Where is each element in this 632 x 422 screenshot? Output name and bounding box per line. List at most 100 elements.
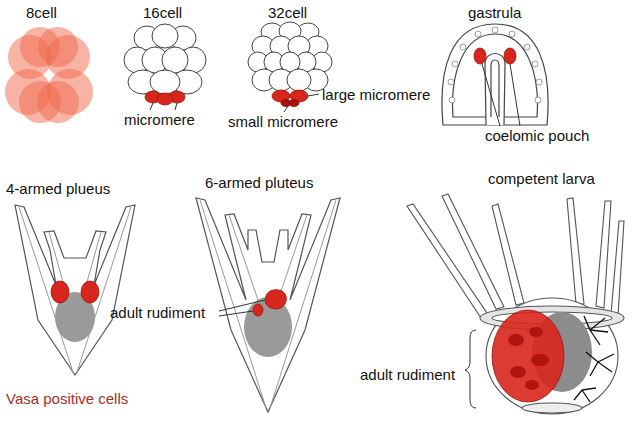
stage-name-box: 32cell [268,4,307,21]
coelomic-pouch-cells [474,48,516,64]
stage-name: gastrula [468,4,521,21]
leader-line [219,300,265,316]
competent-larva [522,403,582,413]
part-label-box: large micromere [322,86,430,103]
leader-line [308,94,319,96]
gastrula-cells [448,27,542,103]
thirty-two-cell-embryo [248,22,332,91]
gastrula-cells [536,79,542,85]
leader-line [219,300,265,311]
small-micromere-cells [281,100,299,107]
gastrula-cells [448,79,454,85]
part-label-box: adult rudiment [360,366,455,383]
pedicellaria-spines [598,354,614,362]
gastrula-embryo [442,24,548,125]
part-label: micromere [124,111,195,128]
coelomic-pouch-cells [504,48,516,64]
pedicellaria-spines [574,316,614,402]
four-armed-pluteus [19,207,131,372]
pedicellaria-spines [590,330,600,345]
competent-larva [596,201,611,308]
leader-line [482,64,520,126]
stage-name-box: competent larva [488,170,595,187]
stage-name: 6-armed pluteus [205,174,313,191]
gastrula-cells [460,44,466,50]
leader-line [284,94,319,112]
small-micromere-cells [289,100,299,107]
pedicellaria-spines [582,390,590,402]
stage-name-box: 4-armed plueus [6,180,110,197]
four-armed-pluteus [77,207,131,372]
pedicellaria-spines [590,330,608,332]
eight-cell-embryo [37,81,79,123]
competent-larva [508,327,549,390]
leader-line [284,106,288,112]
sixteen-cell-embryo [124,24,206,94]
stage-name-box: 16cell [143,4,182,21]
part-label: adult rudiment [360,366,455,383]
stage-name: competent larva [488,170,595,187]
stage-name: 32cell [268,4,307,21]
part-label-box: micromere [124,111,195,128]
pedicellaria-spines [582,388,596,390]
six-armed-pluteus [196,198,340,412]
gastrula-cells [524,44,530,50]
gastrula-embryo [442,24,548,125]
competent-larva [492,204,524,305]
pedicellaria-spines [574,390,582,400]
large-micromere-cells [272,90,308,102]
leader-line [219,311,253,316]
four-armed-pluteus [51,281,69,303]
sixteen-cell-embryo [162,47,188,73]
six-armed-pluteus [265,290,286,309]
four-armed-pluteus [15,205,135,375]
competent-larva [529,327,543,337]
stage-name-box: gastrula [468,4,521,21]
stage-name: 8cell [26,4,57,21]
six-armed-pluteus [196,198,340,412]
six-armed-pluteus [200,200,336,408]
part-label: small micromere [228,113,338,130]
competent-larva [492,310,564,402]
legend-note-box: Vasa positive cells [6,390,128,407]
competent-larva [525,380,539,390]
stage-name-box: 8cell [26,4,57,21]
eight-cell-embryo [5,27,93,123]
four-armed-pluteus [81,281,99,303]
gastrula-cells [532,61,538,67]
six-armed-pluteus [253,304,263,316]
part-label: large micromere [322,86,430,103]
stage-name: 16cell [143,4,182,21]
stage-name-box: 6-armed pluteus [205,174,313,191]
sixteen-cell-embryo [150,70,180,94]
leader-line [510,64,520,126]
pedicellaria-spines [586,352,598,362]
gastrula-embryo [485,54,505,126]
competent-larva [611,221,624,316]
sixteen-cell-embryo [152,24,178,48]
leader-line [482,64,500,126]
part-label-box: adult rudiment [110,304,205,321]
leader-line [175,103,177,110]
bracket [465,330,476,408]
competent-larva [508,334,524,346]
leader-line [150,103,153,110]
pedicellaria-spines [598,362,612,372]
competent-larva [486,298,618,414]
gastrula-cells [492,27,498,33]
stage-name: 4-armed plueus [6,180,110,197]
part-label-box: small micromere [228,113,338,130]
coelomic-pouch-cells [474,48,486,64]
pedicellaria-spines [590,318,605,330]
legend-note: Vasa positive cells [6,390,128,407]
six-armed-pluteus [229,215,258,300]
part-label: adult rudiment [110,304,205,321]
part-label: coelomic pouch [485,127,589,144]
four-armed-pluteus [19,207,73,372]
pedicellaria-spines [584,316,590,330]
competent-larva [510,366,526,378]
competent-larva [531,354,549,366]
